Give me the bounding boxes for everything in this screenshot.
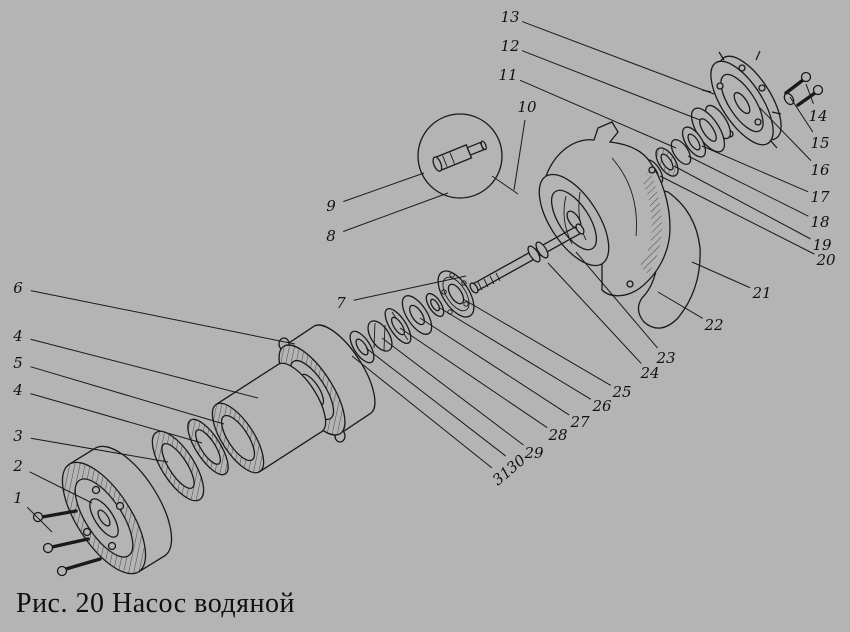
leader-line-18 [687, 155, 809, 217]
callout-9: 9 [326, 197, 336, 215]
leader-line-2 [29, 471, 93, 504]
callout-19: 19 [812, 236, 832, 254]
callout-27: 27 [569, 413, 590, 431]
callout-16: 16 [810, 161, 830, 179]
mounting-bolts [32, 509, 102, 577]
figure-caption: Рис. 20 Насос водяной [16, 588, 296, 619]
leader-line-28 [399, 327, 548, 429]
callout-21: 21 [751, 284, 771, 302]
callout-4: 4 [12, 327, 23, 345]
callout-28: 28 [547, 426, 567, 444]
callout-20: 20 [815, 251, 836, 269]
leader-line-16 [759, 107, 812, 162]
pump-housing [538, 121, 671, 297]
leader-line-17 [701, 145, 809, 193]
leader-line-5 [30, 366, 225, 425]
lock-ring [151, 430, 205, 502]
callout-10: 10 [517, 98, 537, 116]
callout-29: 29 [523, 444, 544, 462]
callout-6: 6 [13, 279, 23, 297]
leader-line-7 [353, 275, 467, 301]
pulley [61, 445, 173, 575]
callout-4: 4 [12, 381, 23, 399]
callout-13: 13 [500, 8, 519, 26]
leader-line-26 [439, 307, 592, 400]
callout-22: 22 [703, 316, 723, 334]
leader-line-14 [805, 83, 814, 105]
leader-line-29 [381, 337, 524, 446]
washer-stack [349, 292, 445, 364]
leader-line-3 [30, 437, 169, 463]
hub-bolts [783, 71, 824, 107]
detail-circle-inset [417, 113, 519, 199]
callout-5: 5 [13, 354, 23, 372]
leader-line-27 [419, 317, 570, 416]
leader-line-20 [659, 175, 815, 255]
callout-18: 18 [810, 213, 829, 231]
leader-line-13 [521, 21, 715, 95]
leader-line-22 [657, 291, 704, 319]
leader-line-9 [343, 172, 425, 203]
callout-23: 23 [655, 349, 675, 367]
callout-3: 3 [13, 427, 23, 445]
hub-flange [690, 104, 731, 153]
leader-line-11 [519, 79, 677, 149]
spacer-washer [187, 418, 229, 476]
callout-labels: 1234546789101112131415161718192021222324… [12, 8, 836, 533]
callout-24: 24 [639, 364, 659, 382]
callout-26: 26 [591, 397, 612, 415]
detail-fitting [432, 140, 487, 172]
callout-11: 11 [498, 66, 517, 84]
bearing-housing-cylinder [211, 362, 327, 474]
callout-25: 25 [611, 383, 631, 401]
leader-line-1 [26, 506, 53, 533]
fan-hub [701, 50, 782, 149]
leader-line-19 [673, 165, 811, 240]
leader-line-4 [30, 338, 259, 399]
pump-shaft [469, 223, 585, 294]
callout-1: 1 [13, 489, 23, 507]
callout-15: 15 [810, 134, 829, 152]
leader-line-23 [575, 251, 658, 349]
callout-17: 17 [810, 188, 830, 206]
leader-line-10 [513, 119, 526, 191]
bearing [437, 270, 475, 318]
callout-14: 14 [808, 107, 827, 125]
leader-line-30 [365, 347, 507, 457]
leader-line-31 [351, 355, 493, 469]
leader-line-21 [691, 261, 751, 289]
leader-line-6 [30, 290, 296, 345]
callout-12: 12 [500, 37, 519, 55]
leader-line-12 [521, 50, 701, 121]
leader-line-4 [30, 393, 203, 444]
callout-2: 2 [12, 457, 23, 475]
leader-line-8 [343, 192, 449, 232]
leader-line-24 [547, 262, 642, 364]
leader-line-15 [789, 96, 814, 133]
callout-7: 7 [336, 294, 346, 312]
leader-line-25 [462, 298, 612, 386]
callout-8: 8 [326, 227, 336, 245]
